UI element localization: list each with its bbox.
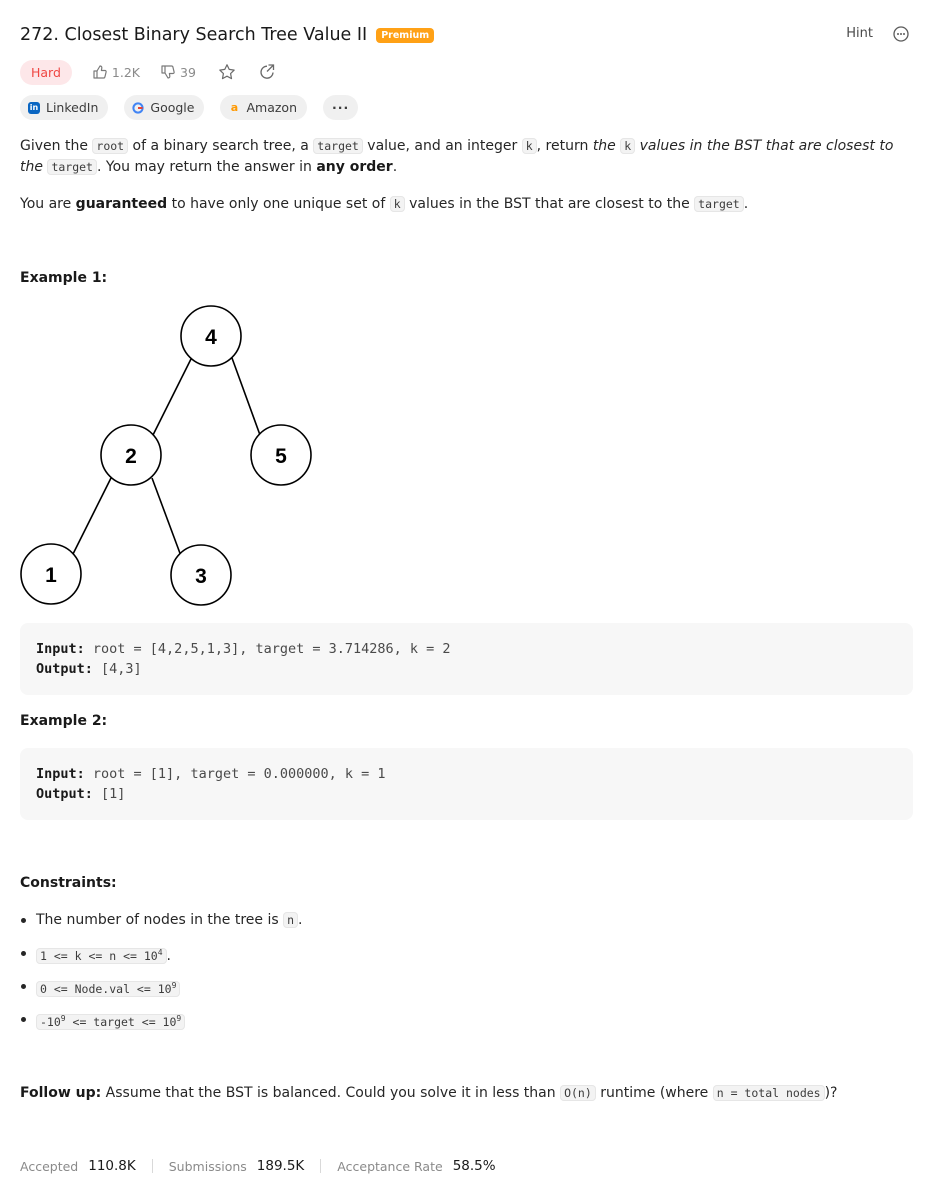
example-1-heading: Example 1: bbox=[20, 270, 108, 286]
constraints-list: The number of nodes in the tree is n. 1 … bbox=[20, 908, 900, 1040]
star-icon bbox=[219, 64, 235, 80]
title-row: 272. Closest Binary Search Tree Value II… bbox=[20, 20, 435, 50]
example-2-heading: Example 2: bbox=[20, 713, 108, 729]
tag-label: LinkedIn bbox=[46, 100, 99, 115]
problem-title[interactable]: 272. Closest Binary Search Tree Value II bbox=[20, 25, 368, 45]
divider bbox=[151, 1159, 153, 1173]
constraint-item: 1 <= k <= n <= 104. bbox=[20, 941, 900, 974]
code-root: root bbox=[92, 138, 129, 154]
tag-label: Amazon bbox=[246, 100, 298, 115]
code-target: target bbox=[694, 196, 744, 212]
like-button[interactable]: 1.2K bbox=[92, 64, 140, 80]
tree-node bbox=[20, 543, 82, 605]
difficulty-badge[interactable]: Hard bbox=[20, 59, 72, 85]
thumbs-up-icon bbox=[93, 65, 107, 79]
thumbs-down-icon bbox=[161, 65, 175, 79]
tree-node bbox=[170, 544, 232, 606]
code-k: k bbox=[620, 138, 636, 154]
description-paragraph-2: You are guaranteed to have only one uniq… bbox=[20, 196, 749, 212]
follow-up: Follow up: Assume that the BST is balanc… bbox=[20, 1085, 838, 1101]
tree-node-label: 5 bbox=[275, 445, 287, 468]
accepted-value: 110.8K bbox=[88, 1158, 136, 1174]
like-count: 1.2K bbox=[111, 64, 140, 80]
tree-node bbox=[100, 424, 162, 486]
submission-stats: Accepted 110.8K Submissions 189.5K Accep… bbox=[20, 1158, 496, 1174]
share-icon bbox=[260, 64, 275, 79]
constraint-item: 0 <= Node.val <= 109 bbox=[20, 974, 900, 1007]
tree-node bbox=[250, 424, 312, 486]
submissions-label: Submissions bbox=[168, 1158, 247, 1174]
code-k: k bbox=[521, 138, 537, 154]
tree-edge bbox=[151, 477, 182, 557]
description-paragraph-1: Given the root of a binary search tree, … bbox=[20, 138, 894, 175]
constraint-item: The number of nodes in the tree is n. bbox=[20, 908, 900, 941]
linkedin-icon: in bbox=[28, 101, 40, 114]
acceptance-rate-value: 58.5% bbox=[452, 1158, 496, 1174]
tag-google[interactable]: Google bbox=[124, 95, 205, 120]
share-button[interactable] bbox=[258, 63, 276, 81]
constraint-item: -109 <= target <= 109 bbox=[20, 1007, 900, 1040]
company-tags: in LinkedIn Google a Amazon ··· bbox=[20, 95, 374, 120]
tag-label: Google bbox=[150, 100, 195, 115]
tag-linkedin[interactable]: in LinkedIn bbox=[20, 95, 109, 120]
more-tags-button[interactable]: ··· bbox=[323, 95, 359, 120]
accepted-label: Accepted bbox=[20, 1158, 79, 1174]
more-options-icon[interactable] bbox=[893, 26, 909, 42]
google-icon bbox=[132, 101, 144, 114]
code-target: target bbox=[47, 159, 97, 175]
tree-node-label: 4 bbox=[205, 326, 217, 349]
code-target: target bbox=[313, 138, 363, 154]
tag-amazon[interactable]: a Amazon bbox=[220, 95, 308, 120]
premium-badge: Premium bbox=[376, 27, 435, 43]
tree-edge bbox=[231, 357, 261, 436]
tree-edge bbox=[152, 358, 192, 436]
tree-node-label: 3 bbox=[195, 565, 207, 588]
code-k: k bbox=[389, 196, 405, 212]
hint-button[interactable]: Hint bbox=[846, 26, 873, 41]
example-1-tree-diagram: 4 2 5 1 3 bbox=[20, 305, 312, 606]
dislike-button[interactable]: 39 bbox=[160, 64, 196, 80]
acceptance-rate-label: Acceptance Rate bbox=[337, 1158, 443, 1174]
dislike-count: 39 bbox=[180, 64, 196, 80]
favorite-button[interactable] bbox=[218, 63, 236, 81]
tree-edge bbox=[72, 477, 112, 555]
divider bbox=[320, 1159, 322, 1173]
amazon-icon: a bbox=[230, 101, 239, 114]
example-2-codeblock: Input: root = [1], target = 0.000000, k … bbox=[20, 748, 913, 820]
meta-row: Hard 1.2K 39 bbox=[20, 59, 276, 85]
tree-node-label: 2 bbox=[125, 445, 137, 468]
tree-node bbox=[180, 305, 242, 367]
tree-node-label: 1 bbox=[45, 564, 57, 587]
constraints-heading: Constraints: bbox=[20, 875, 117, 891]
example-1-codeblock: Input: root = [4,2,5,1,3], target = 3.71… bbox=[20, 623, 913, 695]
submissions-value: 189.5K bbox=[256, 1158, 305, 1174]
